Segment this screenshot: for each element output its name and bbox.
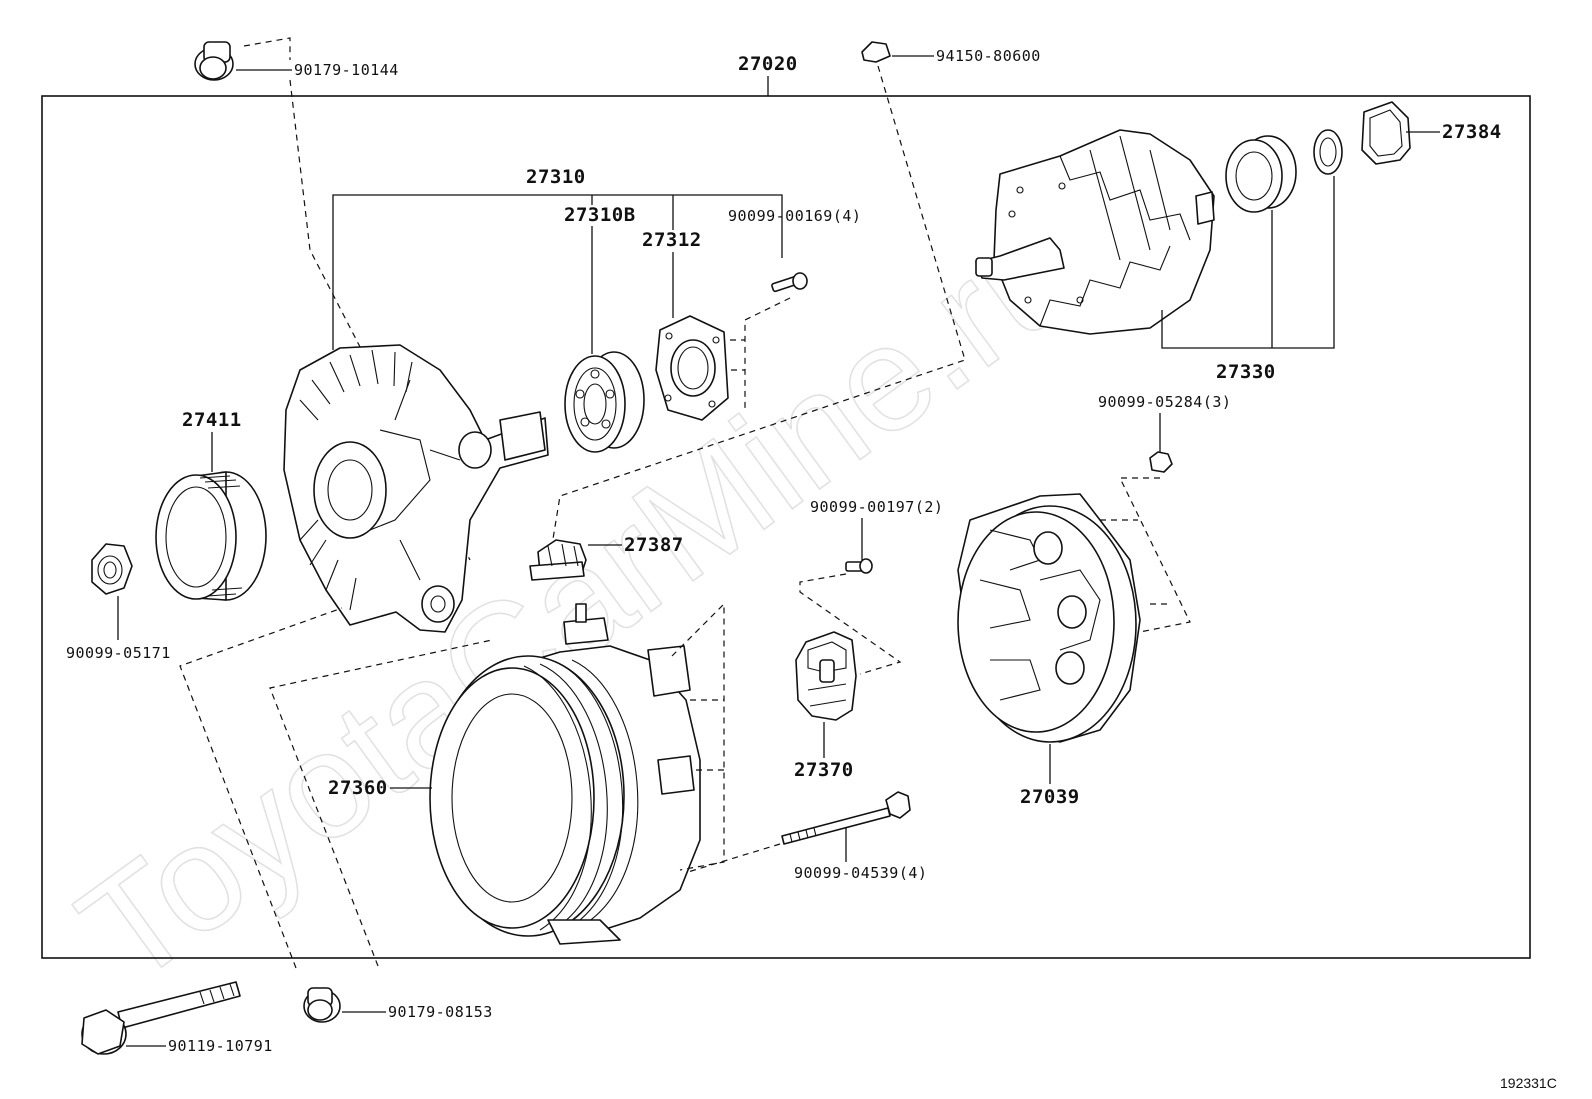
rotor-part[interactable]: [975, 129, 1215, 335]
label-retainer-plate[interactable]: 27312: [642, 229, 702, 251]
pulley-part[interactable]: [155, 471, 267, 601]
nut-bottom-part[interactable]: [303, 987, 341, 1023]
label-frame-group[interactable]: 27310: [526, 166, 586, 188]
label-rotor-cover[interactable]: 27384: [1442, 121, 1502, 143]
rear-cover-part[interactable]: [957, 493, 1141, 743]
label-bearing-front[interactable]: 27310B: [564, 204, 636, 226]
label-screw-brush[interactable]: 90099-00197(2): [810, 498, 943, 516]
assembly-frame: [41, 95, 1531, 959]
pulley-nut-part[interactable]: [91, 543, 133, 595]
diagram-ref-code: 192331C: [1500, 1075, 1557, 1091]
label-brush-holder[interactable]: 27370: [794, 759, 854, 781]
cap-nut-top-part[interactable]: [861, 41, 891, 63]
bolt-top-part[interactable]: [194, 41, 234, 81]
label-stator[interactable]: 27360: [328, 777, 388, 799]
stator-part[interactable]: [429, 603, 701, 945]
label-nut-bottom[interactable]: 90179-08153: [388, 1003, 493, 1021]
label-screw-retainer[interactable]: 90099-00169(4): [728, 207, 861, 225]
retainer-plate-part[interactable]: [655, 315, 729, 421]
label-pulley[interactable]: 27411: [182, 409, 242, 431]
label-rear-cover[interactable]: 27039: [1020, 786, 1080, 808]
label-nut-rear[interactable]: 90099-05284(3): [1098, 393, 1231, 411]
screw-brush-part[interactable]: [845, 558, 873, 574]
bearing-rear-part[interactable]: [1225, 135, 1297, 213]
nut-rear-part[interactable]: [1149, 451, 1173, 473]
label-cap-nut-top[interactable]: 94150-80600: [936, 47, 1041, 65]
label-pulley-nut[interactable]: 90099-05171: [66, 644, 171, 662]
label-bolt-top[interactable]: 90179-10144: [294, 61, 399, 79]
label-assembly[interactable]: 27020: [738, 53, 798, 75]
rotor-washer-part[interactable]: [1313, 129, 1343, 175]
terminal-insulator-part[interactable]: [529, 539, 587, 581]
label-bolt-bottom[interactable]: 90119-10791: [168, 1037, 273, 1055]
through-bolt-part[interactable]: [781, 791, 911, 845]
label-rotor-group[interactable]: 27330: [1216, 361, 1276, 383]
brush-holder-part[interactable]: [795, 631, 857, 721]
bolt-bottom-part[interactable]: [81, 981, 241, 1055]
bearing-front-part[interactable]: [564, 351, 645, 453]
screw-retainer-part[interactable]: [771, 272, 808, 293]
label-through-bolt[interactable]: 90099-04539(4): [794, 864, 927, 882]
rotor-cover-part[interactable]: [1361, 101, 1411, 165]
drive-end-frame-part[interactable]: [283, 344, 549, 633]
label-terminal-insulator[interactable]: 27387: [624, 534, 684, 556]
